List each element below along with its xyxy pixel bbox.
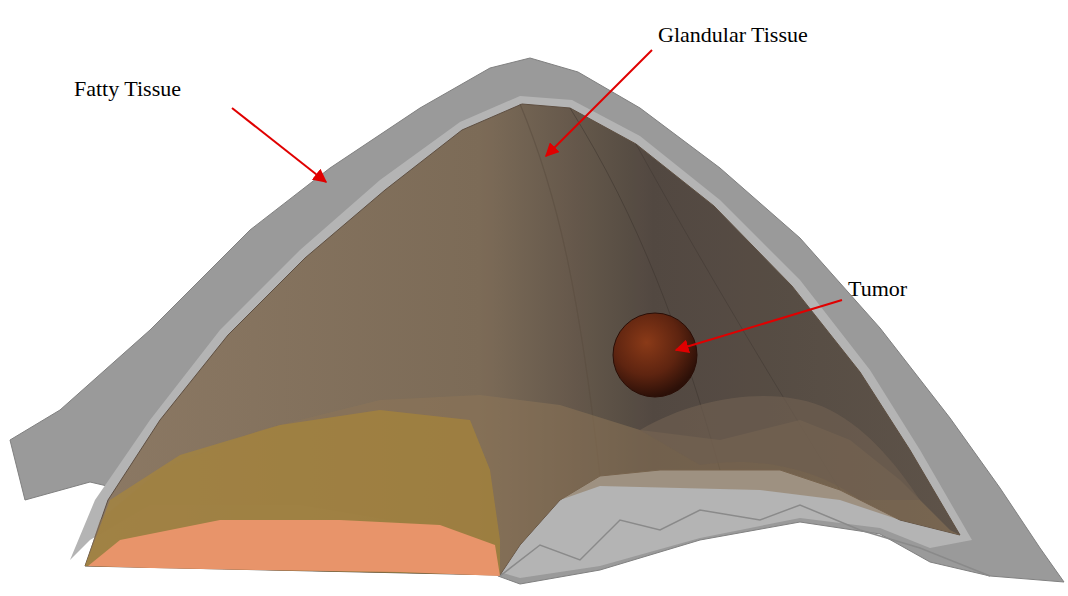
tumor-sphere bbox=[613, 313, 697, 397]
glandular-tissue bbox=[85, 104, 960, 575]
chest-wall bbox=[88, 520, 500, 576]
callout-label: Fatty Tissue bbox=[74, 76, 181, 102]
gland-right-lobe bbox=[640, 396, 920, 500]
leader-arrow bbox=[676, 300, 842, 350]
gland-lower-lobe bbox=[85, 395, 960, 575]
leader-arrow bbox=[546, 50, 652, 156]
shell-bottom-edge bbox=[500, 505, 990, 576]
callout-label: Glandular Tissue bbox=[658, 22, 808, 48]
leader-arrow bbox=[232, 108, 326, 182]
callout-label: Tumor bbox=[848, 276, 907, 302]
gland-underside bbox=[85, 410, 500, 575]
fatty-tissue-shell bbox=[10, 58, 1064, 584]
fatty-tissue-inner bbox=[70, 96, 972, 578]
